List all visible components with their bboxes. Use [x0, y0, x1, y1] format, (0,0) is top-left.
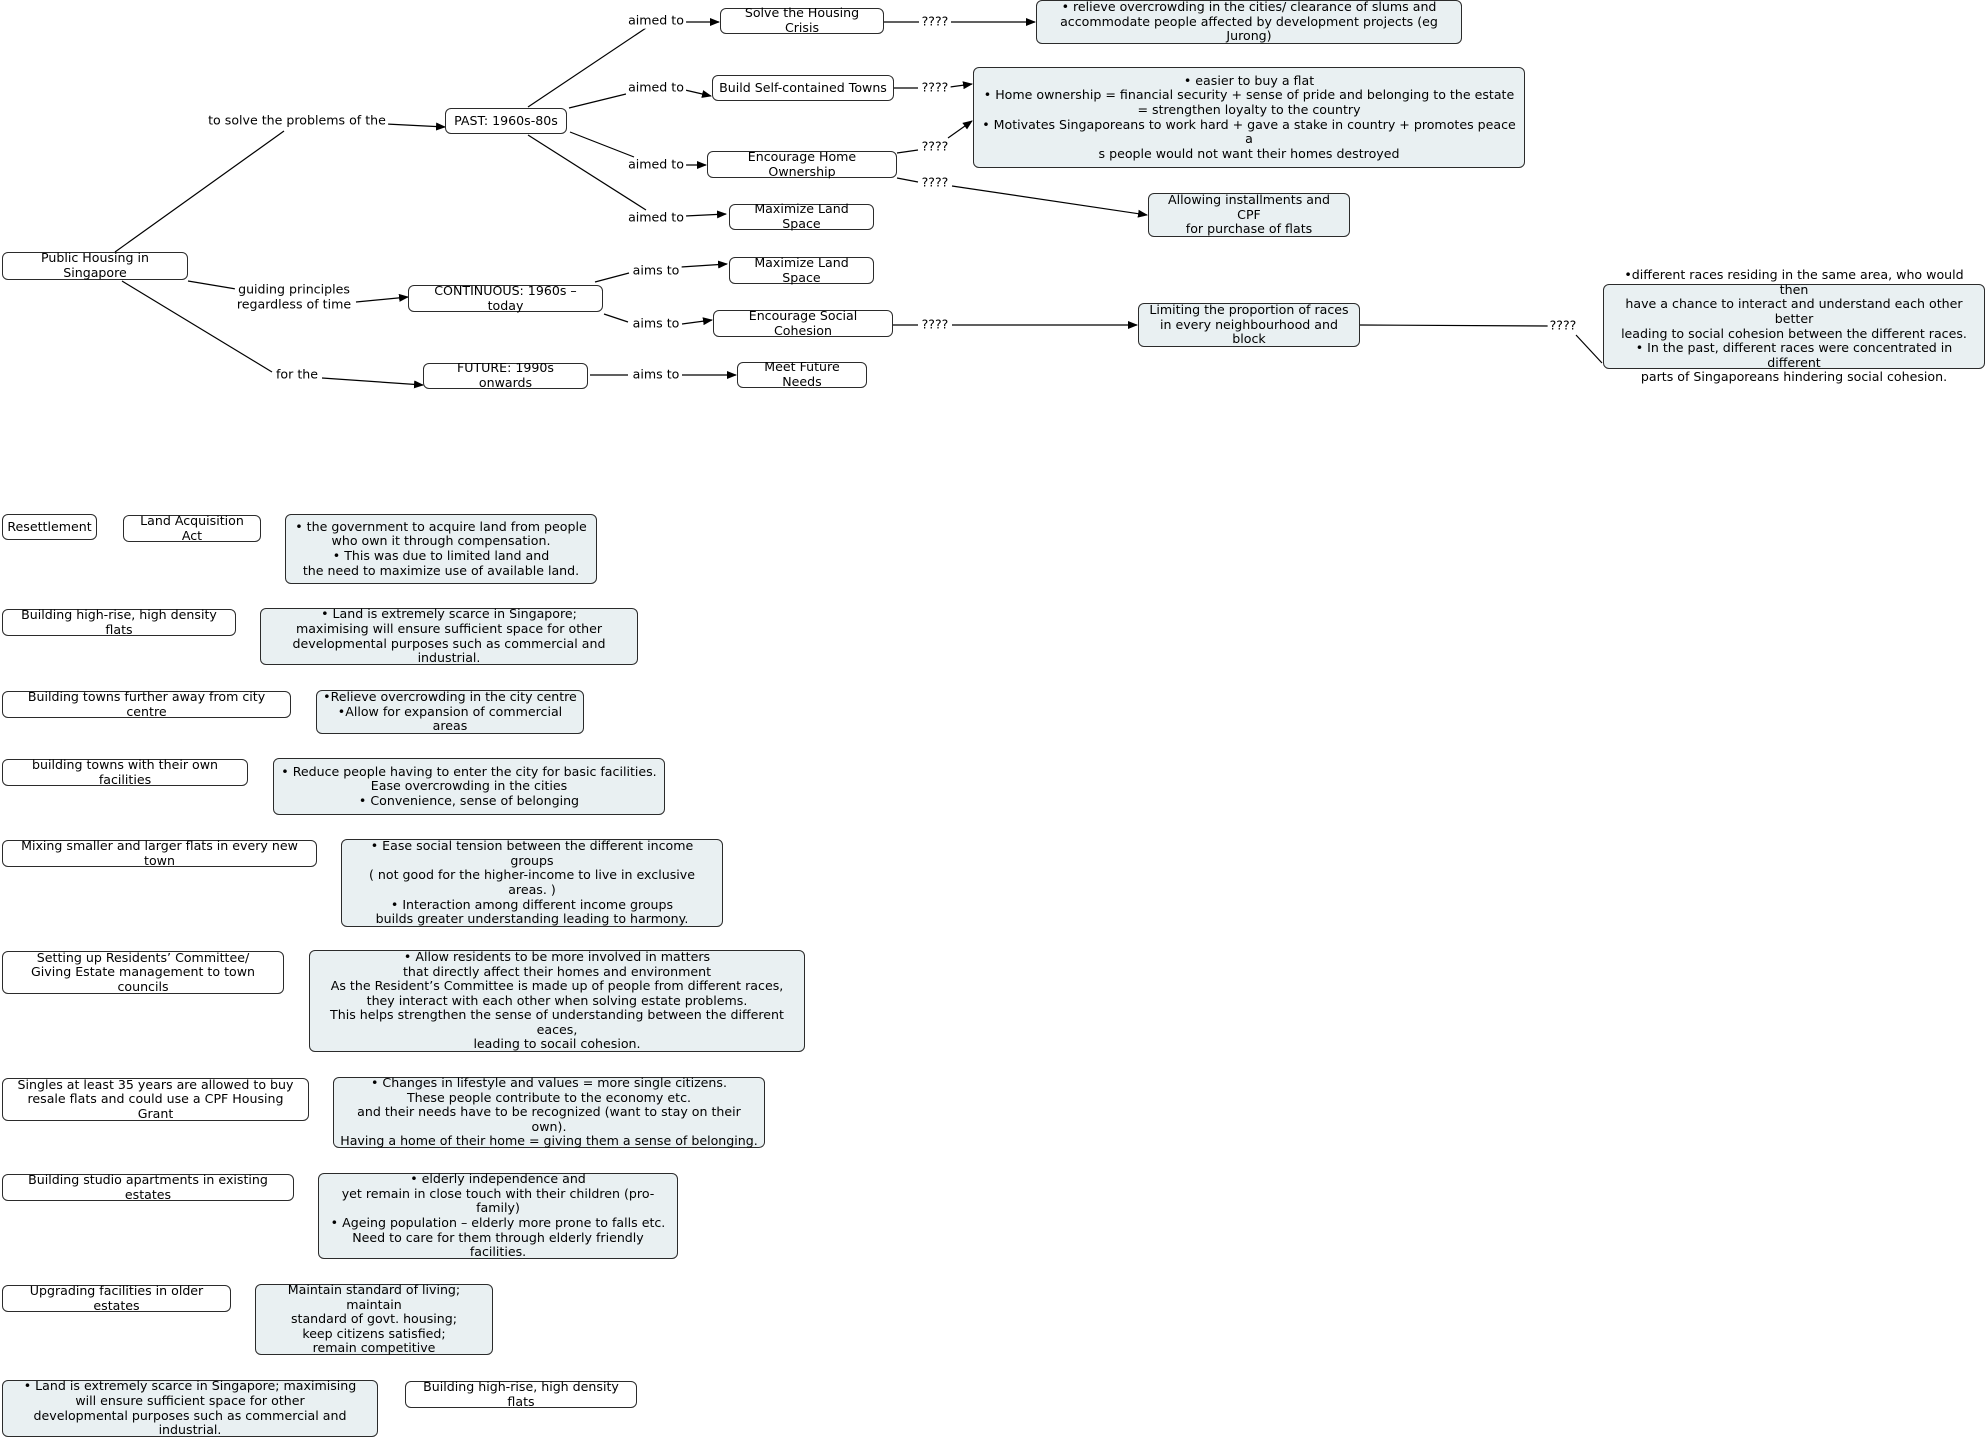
link-line — [527, 27, 647, 108]
link-line — [527, 134, 647, 211]
link-line — [896, 177, 919, 183]
ownership-benefits-node[interactable]: • easier to buy a flat • Home ownership … — [973, 67, 1525, 168]
link-label: ???? — [919, 13, 951, 30]
towns-further-desc-node[interactable]: •Relieve overcrowding in the city centre… — [316, 689, 584, 734]
residents-committee-node[interactable]: Setting up Residents’ Committee/ Giving … — [2, 950, 284, 994]
link-label: aims to — [630, 315, 682, 332]
link-line — [114, 130, 285, 253]
link-line — [121, 280, 273, 373]
land-scarce-node[interactable]: • Land is extremely scarce in Singapore;… — [2, 1379, 378, 1437]
link-arrow — [947, 120, 973, 139]
link-arrow — [681, 317, 713, 326]
residents-committee-desc-node[interactable]: • Allow residents to be more involved in… — [309, 949, 805, 1052]
link-line — [603, 313, 629, 323]
link-label: to solve the problems of the — [206, 112, 388, 129]
link-label: aimed to — [626, 12, 686, 29]
continuous-node[interactable]: CONTINUOUS: 1960s – today — [408, 283, 603, 312]
link-label: aimed to — [626, 156, 686, 173]
link-arrow — [951, 185, 1148, 218]
link-line — [1359, 324, 1549, 327]
link-arrow — [684, 89, 712, 98]
future-node[interactable]: FUTURE: 1990s onwards — [423, 361, 588, 390]
limiting-races-node[interactable]: Limiting the proportion of races in ever… — [1138, 302, 1360, 347]
social-cohesion-node[interactable]: Encourage Social Cohesion — [713, 308, 893, 337]
link-arrow — [321, 377, 424, 389]
link-label: ???? — [919, 79, 951, 96]
link-label: aimed to — [626, 79, 686, 96]
towns-further-node[interactable]: Building towns further away from city ce… — [2, 689, 291, 718]
link-label: aims to — [630, 366, 682, 383]
link-arrow — [949, 81, 973, 90]
link-arrow — [355, 293, 409, 303]
link-label: ???? — [1547, 317, 1579, 334]
maximize-land-past-node[interactable]: Maximize Land Space — [729, 202, 874, 231]
own-facilities-desc-node[interactable]: • Reduce people having to enter the city… — [273, 758, 665, 815]
relieve-overcrowding-node[interactable]: • relieve overcrowding in the cities/ cl… — [1036, 0, 1462, 44]
resettlement-node[interactable]: Resettlement — [2, 514, 97, 540]
link-line — [568, 93, 627, 109]
highrise-flats-node[interactable]: Building high-rise, high density flats — [2, 607, 236, 636]
races-interaction-node[interactable]: •different races residing in the same ar… — [1603, 267, 1985, 384]
link-label: ???? — [919, 174, 951, 191]
link-arrow — [385, 122, 446, 131]
mixing-flats-desc-node[interactable]: • Ease social tension between the differ… — [341, 838, 723, 927]
highrise-flats-2-node[interactable]: Building high-rise, high density flats — [405, 1379, 637, 1408]
own-facilities-node[interactable]: building towns with their own facilities — [2, 757, 248, 786]
link-line — [594, 272, 630, 283]
link-line — [896, 149, 919, 154]
link-label: for the — [274, 366, 320, 383]
upgrading-facilities-node[interactable]: Upgrading facilities in older estates — [2, 1283, 231, 1312]
installments-cpf-node[interactable]: Allowing installments and CPF for purcha… — [1148, 192, 1350, 237]
singles-cpf-node[interactable]: Singles at least 35 years are allowed to… — [2, 1077, 309, 1121]
mixing-flats-node[interactable]: Mixing smaller and larger flats in every… — [2, 838, 317, 867]
link-label: aimed to — [626, 209, 686, 226]
studio-apartments-desc-node[interactable]: • elderly independence and yet remain in… — [318, 1171, 678, 1259]
future-needs-node[interactable]: Meet Future Needs — [737, 360, 867, 389]
solve-housing-node[interactable]: Solve the Housing Crisis — [720, 6, 884, 35]
link-arrow — [680, 260, 728, 269]
past-node[interactable]: PAST: 1960s-80s — [445, 108, 567, 134]
link-line — [569, 131, 635, 158]
link-label: ???? — [919, 138, 951, 155]
upgrading-facilities-desc-node[interactable]: Maintain standard of living; maintain st… — [255, 1282, 493, 1355]
home-ownership-node[interactable]: Encourage Home Ownership — [707, 149, 897, 178]
singles-cpf-desc-node[interactable]: • Changes in lifestyle and values = more… — [333, 1075, 765, 1148]
root-node[interactable]: Public Housing in Singapore — [2, 251, 188, 280]
link-arrow — [684, 210, 727, 219]
maximize-land-continuous-node[interactable]: Maximize Land Space — [729, 255, 874, 284]
link-label: aims to — [630, 262, 682, 279]
link-label: ???? — [919, 316, 951, 333]
land-acquisition-act-node[interactable]: Land Acquisition Act — [123, 513, 261, 542]
link-line — [1575, 334, 1603, 364]
self-contained-towns-node[interactable]: Build Self-contained Towns — [712, 75, 894, 101]
link-line — [187, 280, 237, 290]
link-label: guiding principles regardless of time — [234, 281, 354, 312]
land-acquisition-desc-node[interactable]: • the government to acquire land from pe… — [285, 514, 597, 584]
highrise-desc-node[interactable]: • Land is extremely scarce in Singapore;… — [260, 607, 638, 665]
studio-apartments-node[interactable]: Building studio apartments in existing e… — [2, 1172, 294, 1201]
